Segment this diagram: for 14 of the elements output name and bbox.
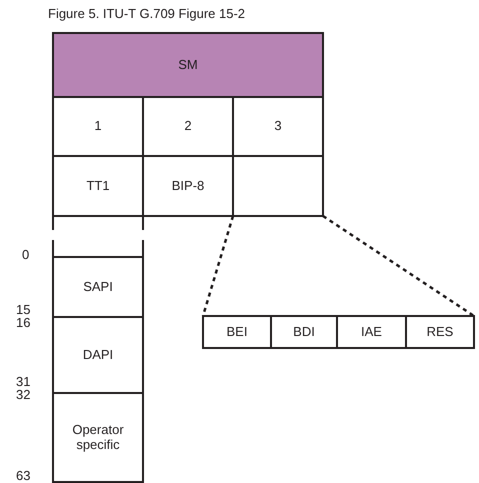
dashed-expansion-line [322, 214, 475, 318]
bit-number: 32 [16, 387, 30, 402]
bit-number: 63 [16, 468, 30, 483]
table-cell: Operator specific [52, 392, 144, 483]
bit-number: 31 [16, 374, 30, 389]
bit-number: 0 [22, 247, 30, 262]
bit-number: 15 [16, 302, 30, 317]
table-cell: SAPI [52, 256, 144, 318]
figure-title: Figure 5. ITU-T G.709 Figure 15-2 [48, 6, 246, 21]
table-cell: DAPI [52, 316, 144, 394]
table-cell: TT1 [52, 155, 144, 217]
header-cell: SM [52, 32, 324, 98]
empty-cell [232, 155, 324, 217]
bit-number: 16 [16, 315, 30, 330]
